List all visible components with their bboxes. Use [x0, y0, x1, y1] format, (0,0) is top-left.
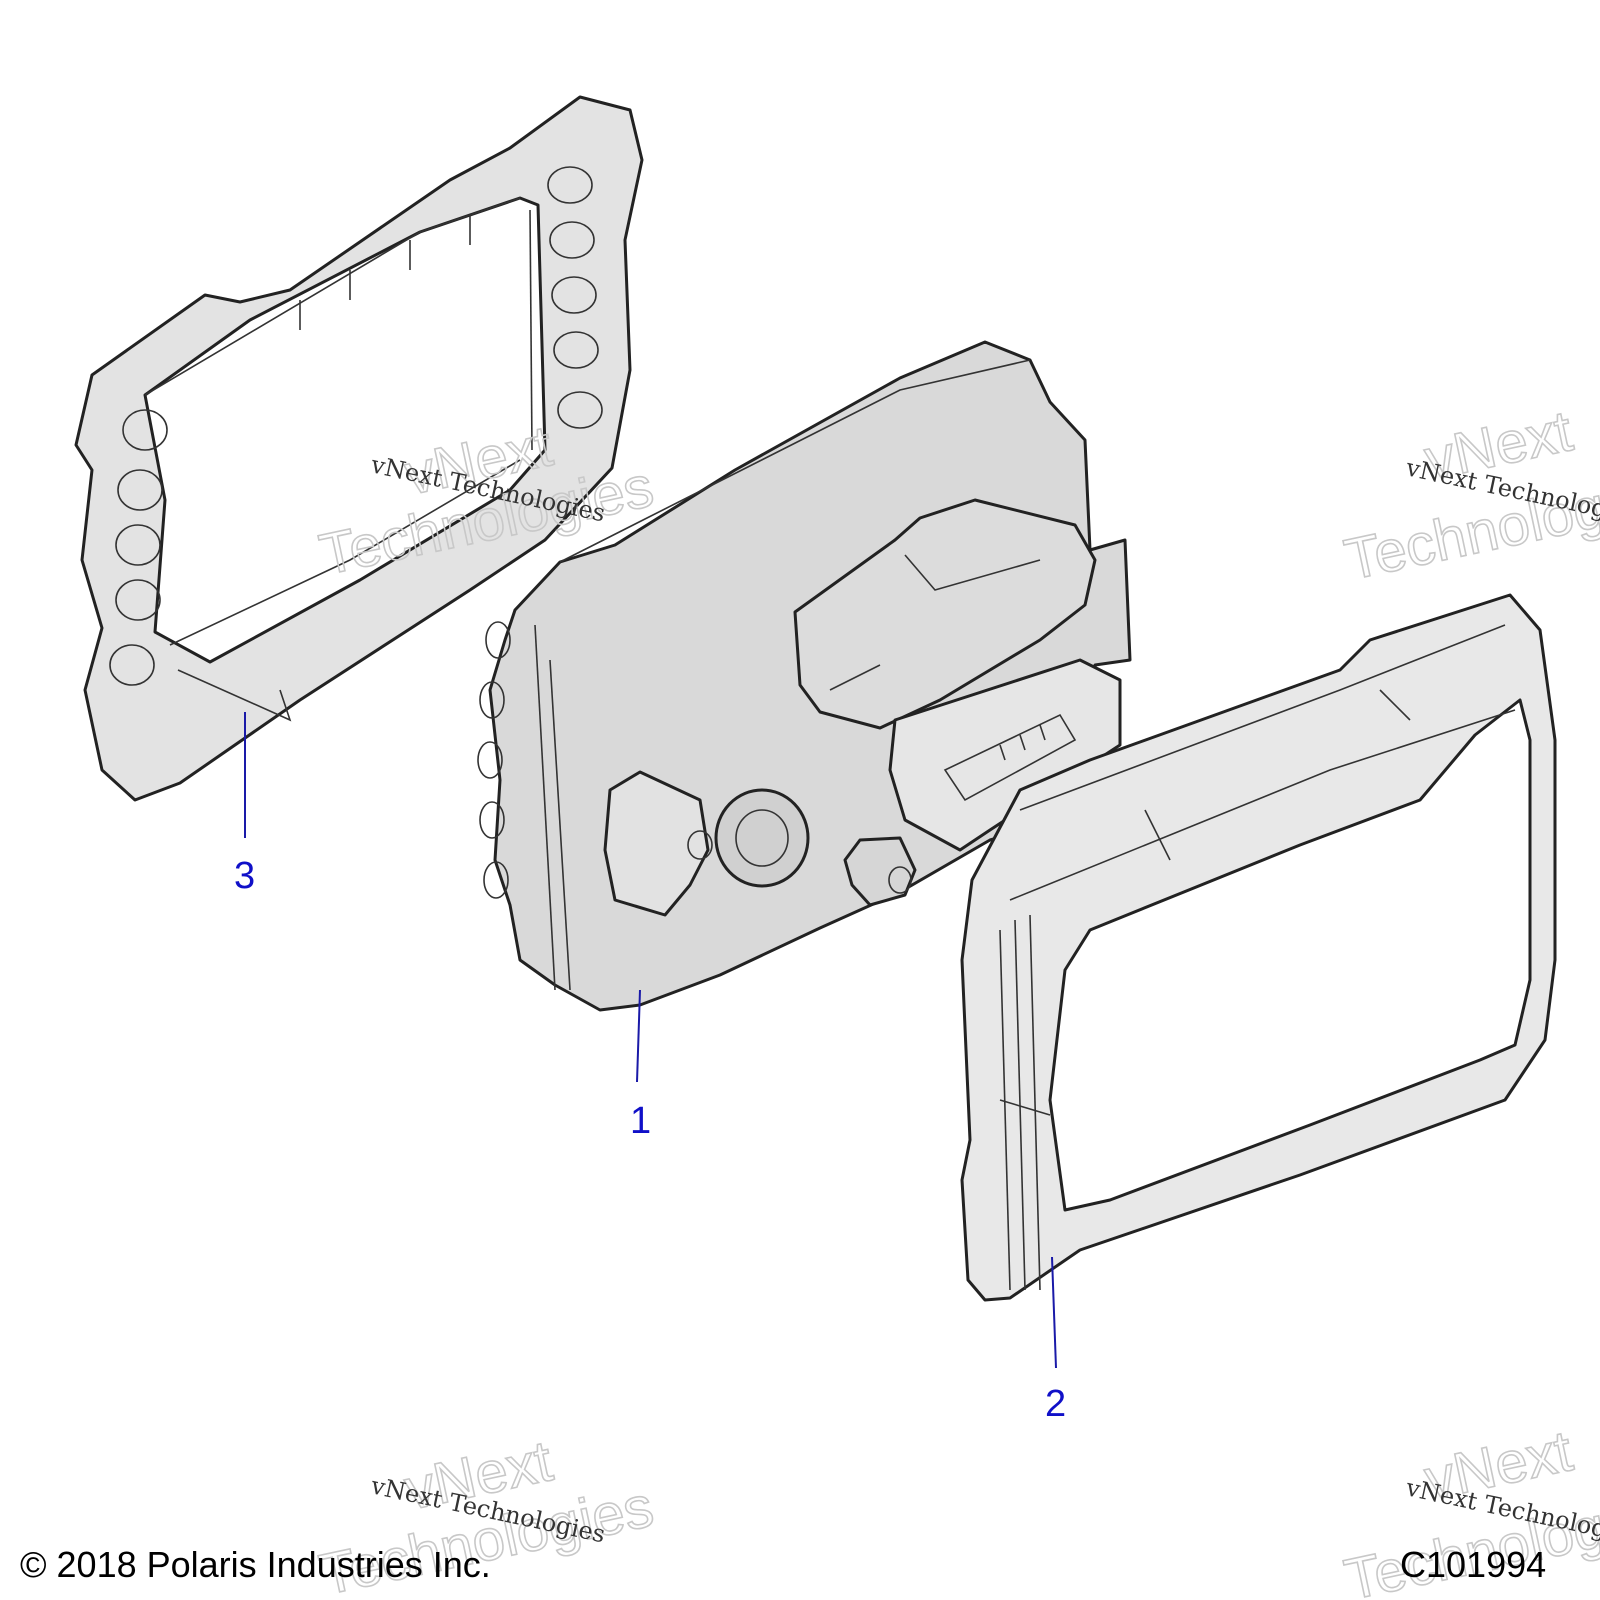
part-2-gasket-ring — [960, 593, 1557, 1302]
part-1-cluster-housing — [477, 340, 1132, 1012]
side-tab — [603, 770, 713, 917]
leader-lines — [244, 712, 1057, 1369]
watermark-lower-left: vNext Technologies vNext Technologies — [313, 1428, 659, 1600]
figure-code: C101994 — [1400, 1544, 1547, 1585]
mount-post — [843, 836, 917, 907]
leader-line-1 — [636, 989, 641, 1083]
bezel-left-holes — [109, 409, 168, 686]
callout-3: 3 — [234, 855, 255, 897]
upper-connector — [793, 498, 1097, 730]
lower-connector — [888, 658, 1122, 852]
center-boss — [714, 788, 810, 888]
bezel-right-holes — [547, 166, 603, 429]
bezel-top-slots — [299, 215, 471, 330]
leader-line-2 — [1051, 1256, 1057, 1369]
callout-2: 2 — [1045, 1383, 1066, 1425]
copyright-notice: © 2018 Polaris Industries Inc. — [20, 1544, 491, 1585]
part-3-bezel-frame — [74, 95, 644, 802]
left-ribs — [477, 621, 511, 899]
watermark-upper-right: vNext Technologies vNext Technologies — [1338, 398, 1600, 594]
callout-1: 1 — [630, 1100, 651, 1142]
